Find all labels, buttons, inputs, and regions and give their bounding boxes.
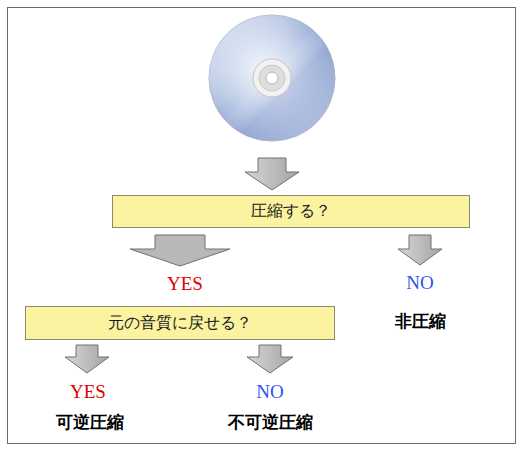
block-arrow bbox=[398, 235, 442, 265]
branch-no: NO bbox=[406, 273, 433, 294]
cd-disc bbox=[209, 15, 335, 141]
result-label: 不可逆圧縮 bbox=[228, 413, 313, 432]
result-label: 非圧縮 bbox=[395, 312, 446, 331]
branch-yes: YES bbox=[165, 274, 205, 295]
decision-box: 元の音質に戻せる？ bbox=[25, 306, 335, 340]
block-arrow bbox=[65, 345, 109, 373]
result-label: 可逆圧縮 bbox=[56, 413, 124, 432]
block-arrow bbox=[245, 158, 299, 190]
outer-frame bbox=[8, 8, 516, 444]
box-text: 圧縮する？ bbox=[251, 201, 331, 222]
decision-box: 圧縮する？ bbox=[112, 195, 470, 228]
branch-no: NO bbox=[256, 382, 283, 403]
block-arrow bbox=[247, 345, 293, 373]
branch-yes: YES bbox=[70, 382, 106, 403]
box-text: 元の音質に戻せる？ bbox=[108, 313, 252, 334]
block-arrow-connector bbox=[130, 235, 230, 266]
